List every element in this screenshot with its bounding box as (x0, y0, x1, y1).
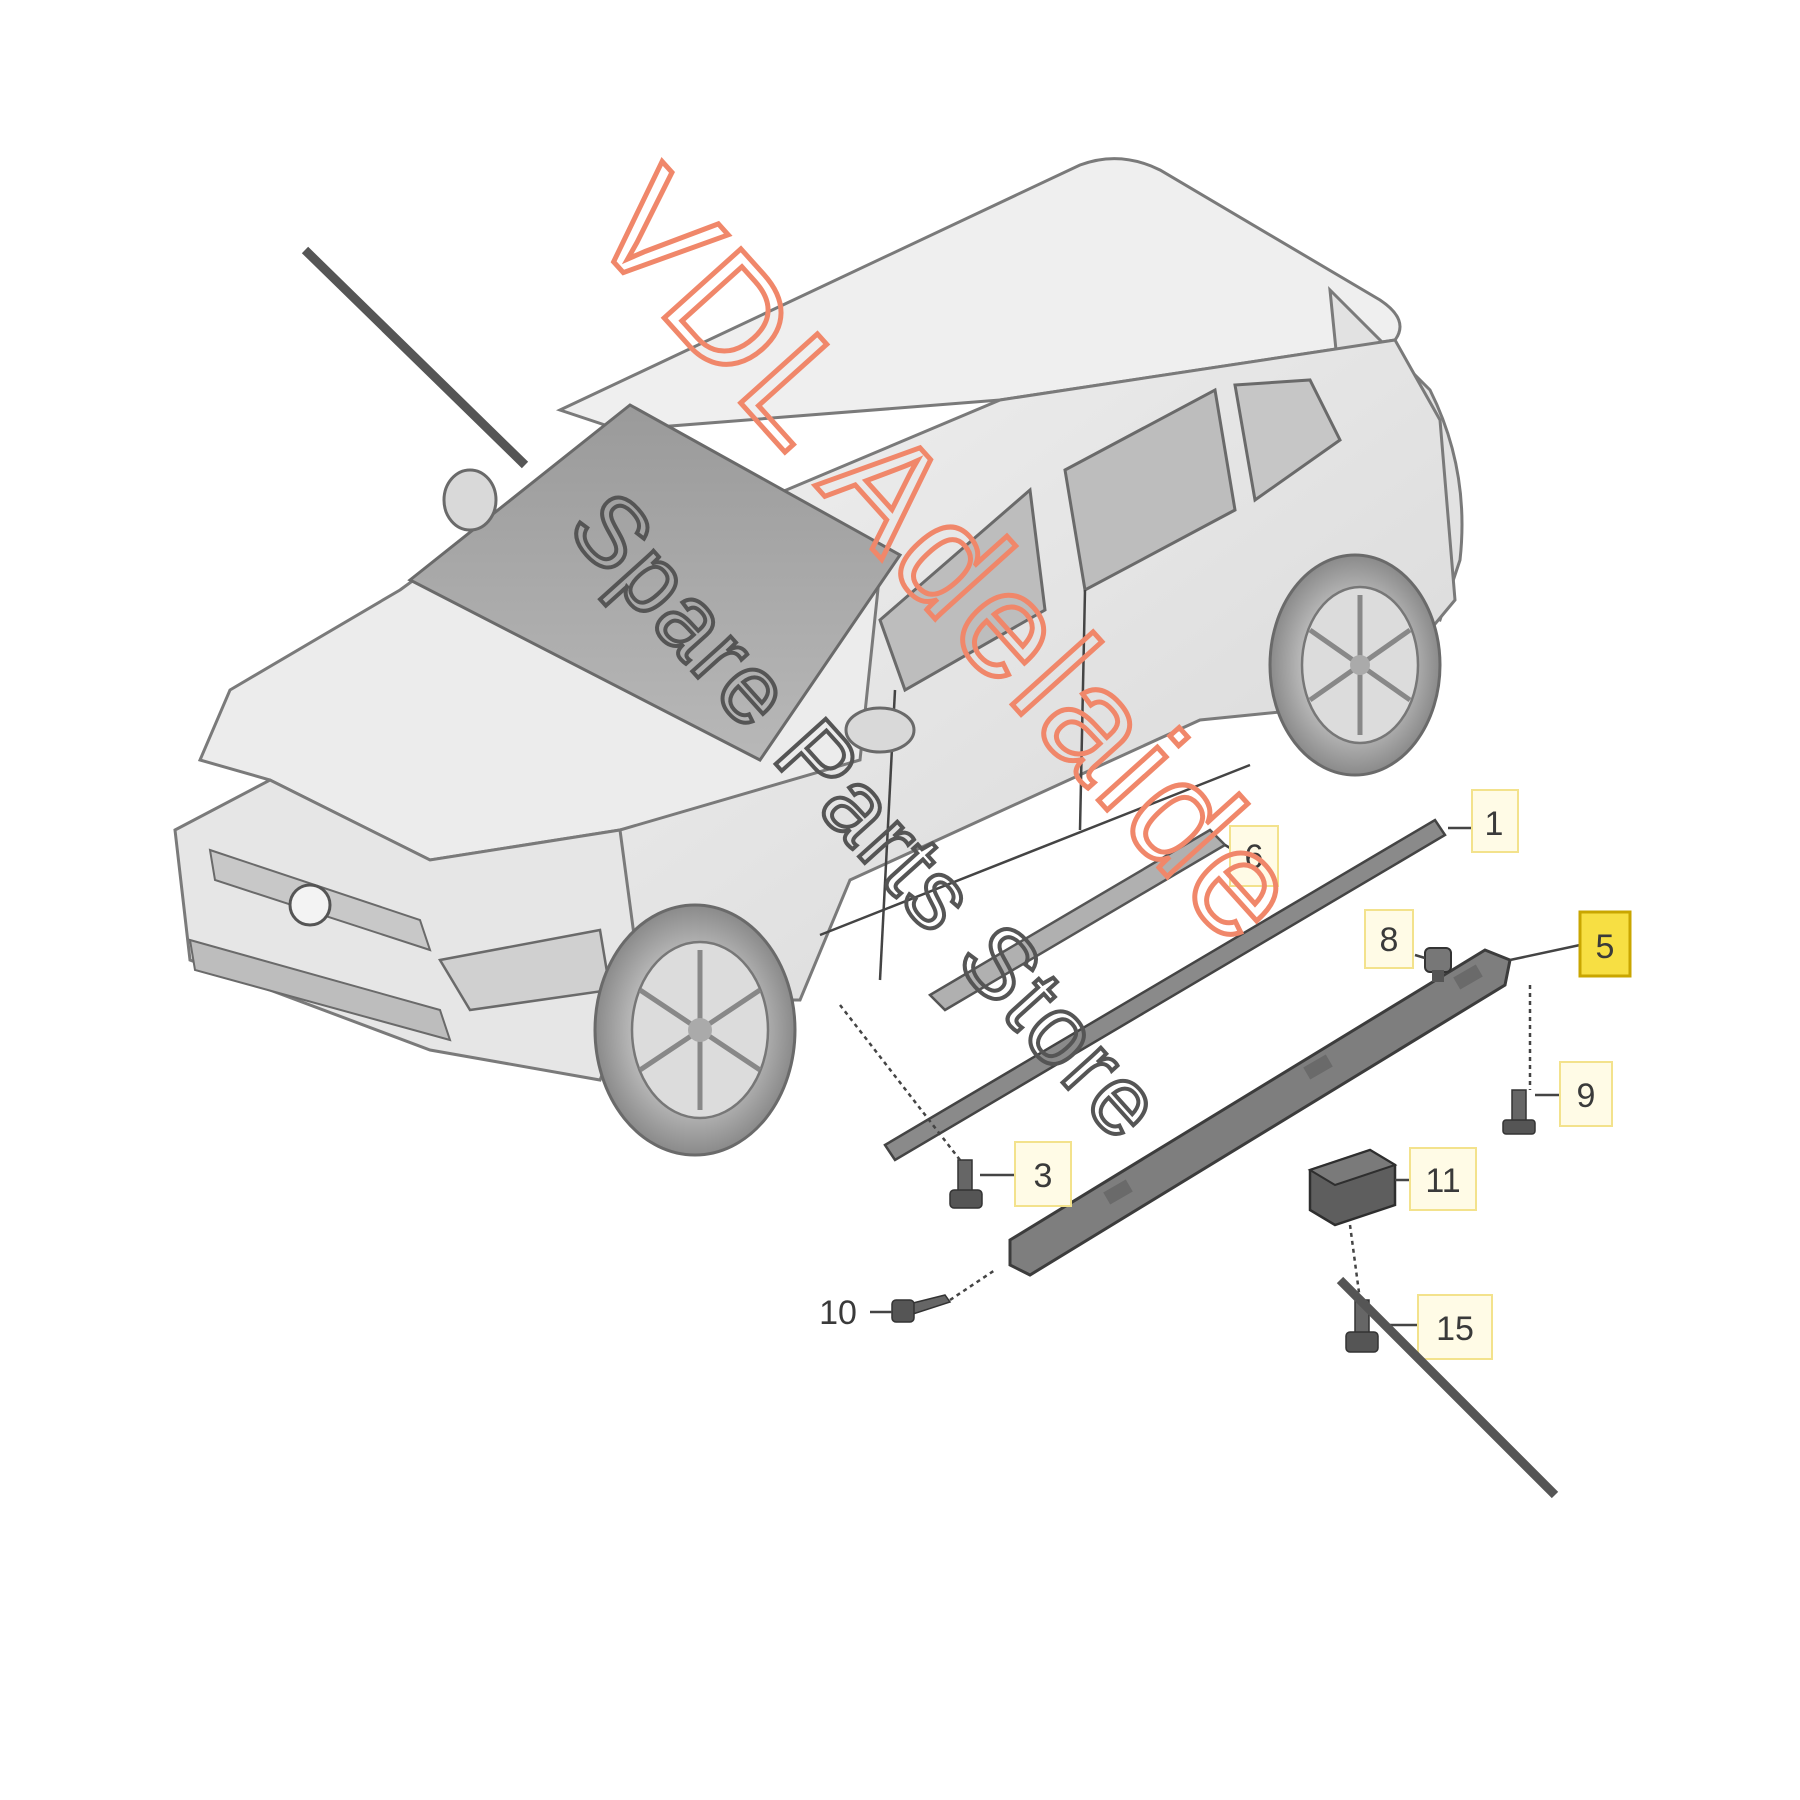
watermark-bar-top (301, 246, 529, 469)
vw-badge (288, 883, 332, 927)
callout-1-label: 1 (1485, 805, 1504, 843)
callout-5: 5 (1578, 910, 1632, 978)
callout-6-label: 6 (1245, 838, 1264, 876)
part-10-screw (891, 1294, 952, 1323)
callout-11: 11 (1409, 1147, 1477, 1211)
callout-3: 3 (1014, 1141, 1072, 1207)
windshield (407, 403, 903, 762)
callout-8-label: 8 (1380, 921, 1399, 959)
callout-15: 15 (1417, 1294, 1493, 1360)
part-11-bracket (1307, 1148, 1398, 1227)
callout-3-label: 3 (1034, 1157, 1053, 1195)
rear-wheel (1268, 553, 1442, 777)
callout-9-label: 9 (1577, 1077, 1596, 1115)
callout-5-label: 5 (1596, 928, 1615, 966)
wing-mirror (844, 706, 916, 754)
front-wheel (593, 903, 797, 1157)
callout-10: 10 (819, 1294, 857, 1332)
callout-15-label: 15 (1436, 1310, 1474, 1348)
rear-quarter-window (1233, 378, 1342, 503)
callout-11-label: 11 (1425, 1162, 1460, 1200)
parts-group (883, 818, 1536, 1353)
part-3-bolt (949, 1159, 983, 1209)
callout-9: 9 (1559, 1061, 1613, 1127)
callout-8: 8 (1364, 909, 1414, 969)
part-1-sill-moulding (883, 818, 1447, 1162)
callout-10-label: 10 (819, 1294, 857, 1332)
callout-1: 1 (1471, 789, 1519, 853)
callout-6: 6 (1229, 825, 1279, 887)
rear-side-window (1063, 387, 1237, 593)
watermark-bar-bottom (1336, 1276, 1559, 1499)
part-5-side-skirt (1008, 948, 1512, 1277)
car-illustration (173, 157, 1464, 1157)
front-side-window (878, 487, 1047, 693)
part-9-screw (1502, 1089, 1536, 1135)
part-8-clip (1424, 947, 1452, 982)
